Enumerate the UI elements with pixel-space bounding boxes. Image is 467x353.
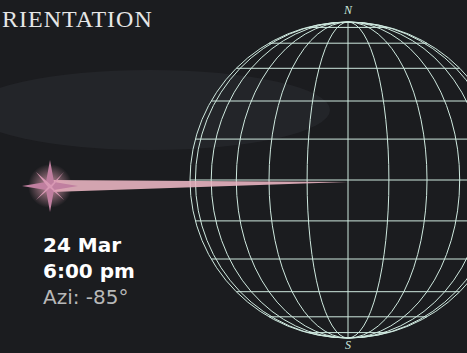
wireframe-globe: [190, 22, 467, 338]
south-label: S: [345, 339, 351, 352]
globe-outline: [190, 22, 467, 338]
parallel: [211, 259, 467, 260]
azimuth-label: Azi: -85°: [43, 286, 129, 308]
milky-way: [0, 70, 330, 150]
time-label: 6:00 pm: [43, 260, 135, 282]
north-label: N: [344, 4, 352, 17]
parallel: [236, 291, 459, 292]
parallel: [236, 68, 459, 69]
parallel: [195, 220, 467, 221]
parallel: [307, 27, 389, 28]
light-beam: [52, 180, 348, 192]
parallel: [211, 101, 467, 102]
parallel: [269, 43, 427, 44]
parallel: [190, 180, 467, 181]
star: [22, 160, 78, 212]
parallel: [269, 316, 427, 317]
star-rays: [36, 172, 64, 200]
title: RIENTATION: [2, 6, 153, 32]
date-label: 24 Mar: [43, 234, 121, 256]
parallel: [195, 139, 467, 140]
parallel: [307, 332, 389, 333]
